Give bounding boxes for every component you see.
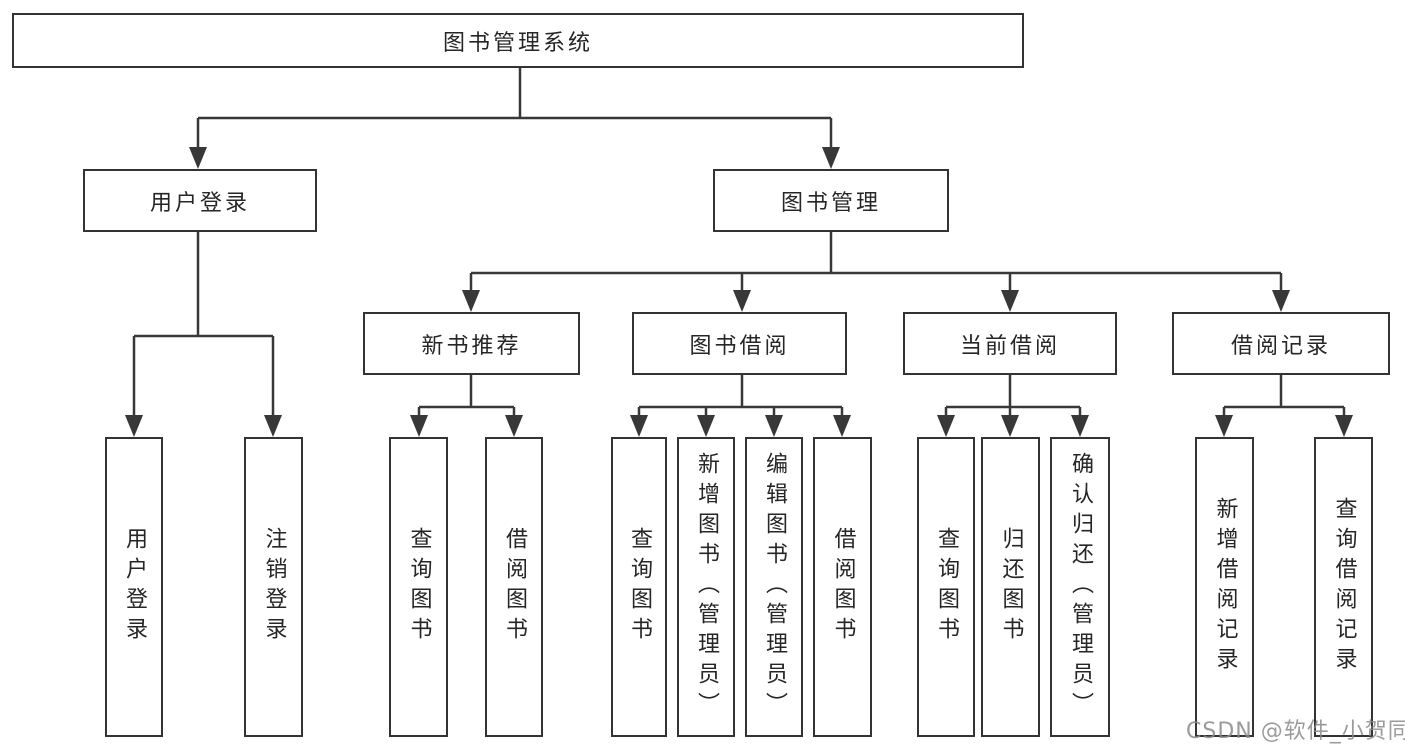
node-new-book-recommend: 新书推荐	[363, 312, 580, 375]
csdn-watermark: CSDN @软件_小贺同学	[1186, 719, 1405, 744]
leaf-borrow-books-recommend-label: 借阅图书	[502, 527, 527, 647]
leaf-edit-book-admin: 编辑图书（管理员）	[745, 437, 803, 737]
leaf-user-login-label: 用户登录	[122, 527, 147, 647]
leaf-add-book-admin: 新增图书（管理员）	[677, 437, 735, 737]
leaf-logout-label: 注销登录	[261, 527, 287, 647]
leaf-query-books-current: 查询图书	[917, 437, 975, 737]
node-current-borrowing: 当前借阅	[903, 312, 1117, 375]
node-book-borrowing: 图书借阅	[632, 312, 847, 375]
leaf-confirm-return-admin: 确认归还（管理员）	[1050, 437, 1110, 737]
leaf-return-books-label: 归还图书	[998, 527, 1024, 647]
leaf-add-borrow-record: 新增借阅记录	[1195, 437, 1254, 737]
root-node-library-system: 图书管理系统	[12, 13, 1024, 68]
leaf-return-books: 归还图书	[981, 437, 1040, 737]
leaf-query-books-current-label: 查询图书	[934, 527, 959, 647]
leaf-query-borrow-record: 查询借阅记录	[1314, 437, 1373, 737]
leaf-logout: 注销登录	[244, 437, 303, 737]
leaf-edit-book-admin-label: 编辑图书（管理员）	[762, 452, 787, 722]
leaf-query-books-recommend-label: 查询图书	[406, 527, 432, 647]
leaf-query-books-recommend: 查询图书	[389, 437, 448, 737]
leaf-add-book-admin-label: 新增图书（管理员）	[694, 452, 719, 722]
leaf-borrow-books-borrowing: 借阅图书	[813, 437, 872, 737]
arrowhead-icons	[125, 147, 1353, 437]
leaf-query-books-borrowing: 查询图书	[611, 437, 667, 737]
leaf-query-borrow-record-label: 查询借阅记录	[1331, 497, 1357, 677]
leaf-add-borrow-record-label: 新增借阅记录	[1212, 497, 1238, 677]
leaf-query-books-borrowing-label: 查询图书	[627, 527, 652, 647]
leaf-borrow-books-recommend: 借阅图书	[485, 437, 543, 737]
node-user-login: 用户登录	[83, 169, 317, 232]
leaf-borrow-books-borrowing-label: 借阅图书	[830, 527, 856, 647]
leaf-confirm-return-admin-label: 确认归还（管理员）	[1068, 452, 1093, 722]
node-borrow-records: 借阅记录	[1172, 312, 1390, 375]
node-book-management: 图书管理	[713, 169, 949, 232]
leaf-user-login: 用户登录	[105, 437, 163, 737]
